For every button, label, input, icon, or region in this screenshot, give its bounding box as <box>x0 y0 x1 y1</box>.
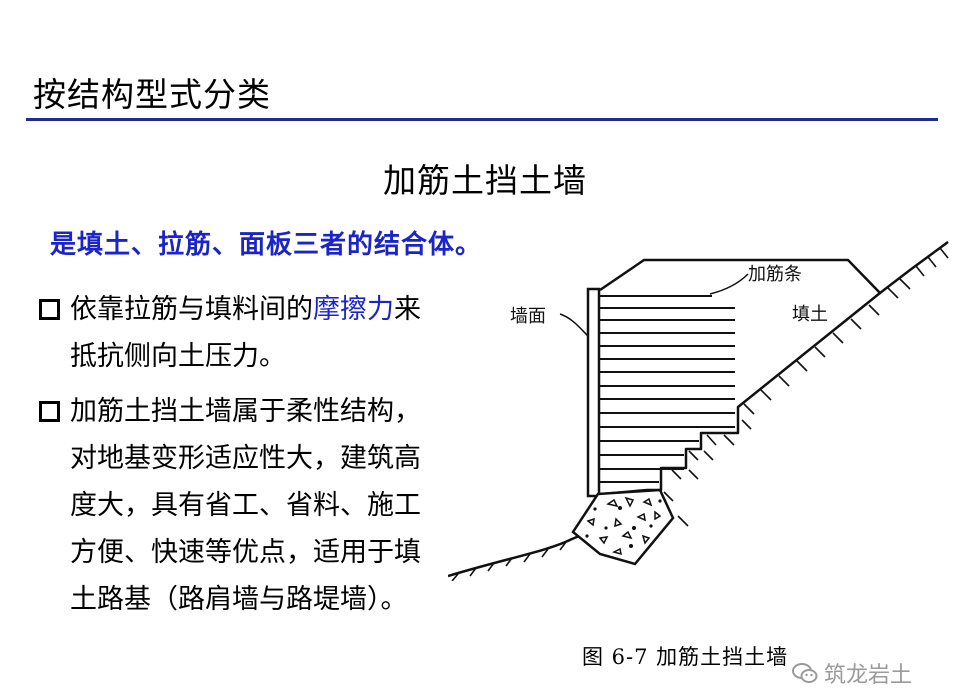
bullet-highlight-friction: 摩擦力 <box>313 294 394 325</box>
bullet-list: 依靠拉筋与填料间的摩擦力来抵抗侧向土压力。 加筋土挡土墙属于柔性结构，对地基变形… <box>36 286 446 623</box>
watermark-text: 筑龙岩土 <box>824 663 913 688</box>
concrete-footing <box>571 488 675 566</box>
section-title: 加筋土挡土墙 <box>383 161 587 200</box>
aggregate-marks <box>586 496 662 556</box>
bullet-item-friction: 依靠拉筋与填料间的摩擦力来抵抗侧向土压力。 <box>36 286 446 380</box>
bullet-text-after: 来抵抗侧向土压力。 <box>70 294 421 372</box>
label-wall-face: 墙面 <box>510 306 546 327</box>
square-bullet-icon <box>39 299 60 320</box>
watermark: 筑龙岩土 <box>792 658 912 688</box>
square-bullet-icon <box>39 401 60 422</box>
ground-line <box>448 488 648 578</box>
slope-line <box>879 240 949 294</box>
wall-face-leader <box>559 313 589 337</box>
ground-hatching <box>451 541 567 581</box>
reinforced-wall-diagram: 墙面 加筋条 填土 <box>448 240 949 581</box>
aggregate-dots <box>585 499 662 548</box>
bullet-text-before: 依靠拉筋与填料间的 <box>70 294 313 325</box>
reinforcement-strips <box>599 295 735 483</box>
label-reinforcement: 加筋条 <box>748 264 802 285</box>
label-fill: 填土 <box>792 304 828 325</box>
bullet-item-flexible-structure: 加筋土挡土墙属于柔性结构，对地基变形适应性大，建筑高度大，具有省工、省料、施工方… <box>36 388 446 623</box>
wall-face-panel <box>586 287 601 498</box>
bullet-text: 加筋土挡土墙属于柔性结构，对地基变形适应性大，建筑高度大，具有省工、省料、施工方… <box>70 396 421 615</box>
reinforcement-leader <box>709 273 749 295</box>
title-divider <box>26 118 938 121</box>
figure-caption: 图 6-7 加筋土挡土墙 <box>582 645 789 669</box>
slide-title: 按结构型式分类 <box>33 75 271 114</box>
slope-hatching <box>663 247 949 527</box>
intro-text: 是填土、拉筋、面板三者的结合体。 <box>50 230 483 260</box>
wechat-bubble-icon <box>792 663 818 683</box>
